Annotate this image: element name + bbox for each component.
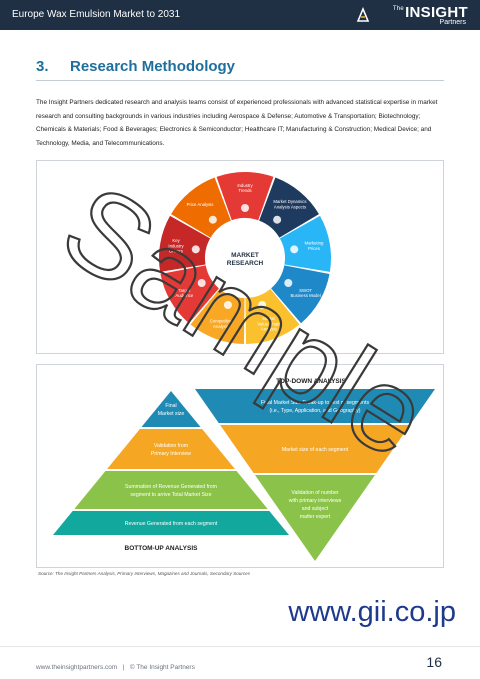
logo-brand-text: INSIGHT — [405, 4, 468, 21]
pyramid-right-label: Final Market Size Break-up to rest of se… — [261, 400, 370, 406]
wheel-segment — [279, 215, 331, 272]
wheel-segment — [171, 177, 231, 238]
wheel-center-label: MARKET — [231, 252, 259, 259]
insight-partners-logo: TheINSIGHT Partners — [356, 4, 468, 28]
intro-paragraph: The Insight Partners dedicated research … — [36, 99, 438, 147]
pyramid-left-label: Market size — [158, 411, 185, 417]
pyramid-left-band — [141, 391, 201, 427]
logo-sub: Partners — [439, 19, 466, 26]
wheel-segment-label: Drivers — [169, 249, 183, 254]
wheel-segment — [271, 265, 330, 324]
segment-icon — [223, 300, 232, 309]
wheel-segment-label: Analysis — [213, 324, 229, 329]
analysis-pyramid: TOP-DOWN ANALYSIS BOTTOM-UP ANALYSIS Final… — [53, 378, 435, 561]
pyramid-right-label: matter expert — [300, 514, 331, 520]
wheel-segment-label: Analysis — [261, 327, 277, 332]
pyramid-right-band — [255, 475, 375, 561]
logo-mark-icon — [356, 7, 370, 22]
pyramid-right-label: Market size of each segment — [282, 447, 349, 453]
bottom-up-label: BOTTOM-UP ANALYSIS — [125, 545, 199, 552]
footer-divider — [0, 646, 480, 647]
wheel-segment-label: Trends — [238, 188, 251, 193]
pyramid-left-label: Final — [165, 403, 176, 409]
wheel-segment — [259, 177, 319, 238]
wheel-segment-label: Market Dynamics — [273, 199, 306, 204]
wheel-segment-label: Audience — [175, 293, 194, 298]
heading-divider — [36, 80, 444, 81]
gii-watermark: www.gii.co.jp — [288, 596, 456, 628]
pyramid-left-band — [107, 429, 235, 469]
wheel-segment — [159, 215, 211, 272]
footer: www.theinsightpartners.com | © The Insig… — [36, 664, 195, 671]
wheel-segment-label: Analysis Aspects — [274, 205, 306, 210]
section-heading: 3. Research Methodology — [36, 58, 235, 75]
wheel-center — [208, 221, 282, 295]
report-title: Europe Wax Emulsion Market to 2031 — [12, 9, 181, 20]
wheel-segment-label: Value Chain — [257, 321, 281, 326]
footer-website[interactable]: www.theinsightpartners.com — [36, 664, 118, 671]
section-title: Research Methodology — [70, 58, 236, 75]
wheel-segment-label: Market — [262, 316, 276, 321]
header-bar: Europe Wax Emulsion Market to 2031 TheIN… — [0, 0, 480, 30]
page-number: 16 — [426, 654, 442, 670]
segment-icon — [258, 300, 267, 309]
pyramid-left-band — [74, 471, 268, 509]
pyramid-right-band — [220, 425, 410, 473]
pyramid-left-label: Revenue Generated from each segment — [125, 521, 218, 527]
wheel-segment-label: Competitive — [210, 319, 233, 324]
wheel-segment-label: Key — [172, 238, 180, 243]
wheel-segment-label: SWOT — [299, 288, 312, 293]
footer-separator: | — [122, 664, 125, 671]
wheel-segment-label: Price Analysis — [187, 202, 214, 207]
source-note: Source: The Insight Partners Analysis, P… — [38, 571, 251, 576]
wheel-segment-label: Business Model — [290, 293, 320, 298]
section-number: 3. — [36, 58, 49, 75]
segment-icon — [191, 245, 200, 254]
pyramid-right-label: (i.e., Type, Application, and Geography) — [269, 408, 360, 414]
logo-brand: TheINSIGHT — [393, 4, 468, 21]
top-down-label: TOP-DOWN ANALYSIS — [276, 378, 346, 385]
segment-icon — [290, 245, 299, 254]
pyramid-left-label: Summation of Revenue Generated from — [125, 484, 217, 490]
segment-icon — [284, 279, 293, 287]
segment-icon — [273, 215, 282, 224]
pyramid-right-label: and subject — [302, 506, 329, 512]
wheel-segment — [216, 172, 274, 221]
wheel-segment — [160, 265, 219, 324]
wheel-segment-label: Target — [178, 288, 191, 293]
wheel-segment-label: Marketing — [304, 241, 323, 246]
pyramid-left-label: Validation from — [154, 443, 188, 449]
pyramid-right-label: with primary interviews — [289, 498, 342, 504]
wheel-segment-label: Industry — [237, 183, 253, 188]
segment-icon — [208, 215, 217, 224]
pyramid-left-band — [53, 511, 289, 535]
wheel-segment-label: Industry — [168, 243, 184, 248]
wheel-center-label: RESEARCH — [227, 260, 264, 267]
segment-icon — [241, 204, 249, 212]
pyramid-right-label: Validation of number — [291, 490, 338, 496]
top-down-bottom-up-panel: TOP-DOWN ANALYSIS BOTTOM-UP ANALYSIS Final… — [36, 364, 444, 568]
pyramid-left-label: Primary Interview — [151, 451, 191, 457]
pyramid-right-band — [195, 389, 435, 423]
segment-icon — [197, 279, 206, 287]
pyramid-left-label: segment to arrive Total Market Size — [130, 492, 211, 498]
logo-the: The — [392, 6, 405, 12]
footer-copyright: © The Insight Partners — [129, 664, 195, 671]
wheel-segment-label: Prices — [308, 246, 320, 251]
